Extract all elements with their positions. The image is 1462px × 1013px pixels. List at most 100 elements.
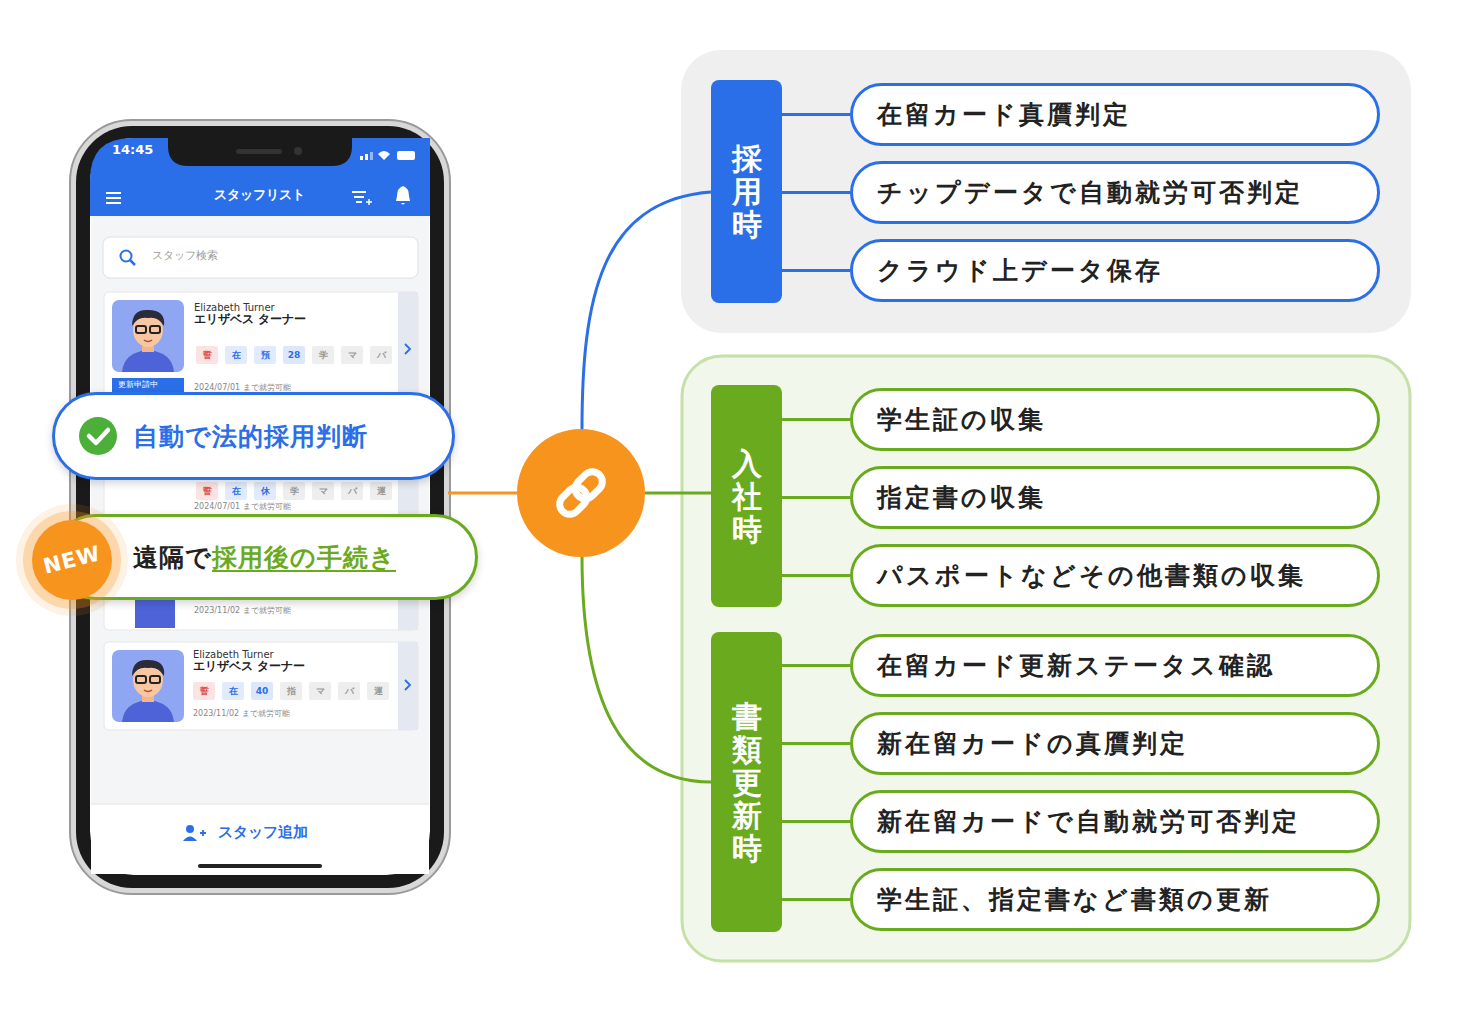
drawing-part bbox=[360, 156, 363, 160]
status-tag: 休 bbox=[254, 482, 276, 500]
phone bbox=[70, 120, 450, 894]
avatar bbox=[112, 300, 184, 372]
screen-text: 2023/11/02 まで就労可能 bbox=[194, 606, 291, 615]
stage-label: 入社時 bbox=[711, 385, 782, 607]
node-text: 自動で法的採用判断 bbox=[133, 420, 368, 453]
avatar bbox=[112, 650, 184, 722]
node-text: 書類更新時 bbox=[732, 700, 762, 865]
feature-pill: 学生証の収集 bbox=[850, 388, 1380, 451]
node-text: 学生証、指定書など書類の更新 bbox=[877, 883, 1272, 916]
gray-panel bbox=[681, 50, 1411, 333]
drawing-part bbox=[294, 147, 302, 155]
branch-line bbox=[782, 742, 850, 745]
drawing-part bbox=[104, 292, 418, 396]
drawing-part bbox=[70, 120, 450, 894]
drawing-part bbox=[378, 151, 390, 160]
drawing-part bbox=[396, 186, 410, 205]
status-tag: バ bbox=[341, 482, 363, 500]
drawing-part bbox=[106, 197, 121, 199]
drawing-part bbox=[76, 126, 444, 888]
status-tag: 誓 bbox=[193, 682, 215, 700]
status-tag: マ bbox=[312, 482, 334, 500]
status-tag: 在 bbox=[225, 346, 247, 364]
branch-line bbox=[782, 496, 850, 499]
stage-label: 書類更新時 bbox=[711, 632, 782, 932]
status-tag: 運 bbox=[367, 682, 389, 700]
hub-line bbox=[448, 492, 518, 495]
drawing-part bbox=[366, 199, 372, 205]
drawing-part bbox=[370, 152, 373, 160]
drawing-part bbox=[106, 202, 121, 204]
branch-line bbox=[782, 820, 850, 823]
status-tag: 在 bbox=[225, 482, 247, 500]
node-text: 採用後の手続き bbox=[212, 541, 396, 574]
new-badge: NEW bbox=[32, 520, 112, 600]
node-text: クラウド上データ保存 bbox=[877, 254, 1163, 287]
screen-text: Elizabeth Turner bbox=[194, 302, 275, 314]
branch-line bbox=[782, 113, 850, 116]
drawing-part bbox=[365, 154, 368, 160]
screen-text: 14:45 bbox=[112, 143, 153, 158]
drawing-part bbox=[103, 237, 418, 278]
drawing-part bbox=[398, 292, 418, 396]
drawing-part bbox=[198, 864, 322, 868]
branch-line bbox=[782, 574, 850, 577]
drawing-part bbox=[354, 196, 364, 198]
status-tag: 預 bbox=[254, 346, 276, 364]
drawing-part bbox=[89, 430, 108, 443]
status-tag: 学 bbox=[312, 346, 334, 364]
status-tag: 運 bbox=[370, 482, 392, 500]
branch-line bbox=[782, 664, 850, 667]
feature-pill: 在留カード真贋判定 bbox=[850, 83, 1380, 146]
feature-pill: 在留カード更新ステータス確認 bbox=[850, 634, 1380, 697]
status-tag: 誓 bbox=[196, 346, 218, 364]
status-tag: 40 bbox=[251, 682, 273, 700]
feature-pill: チップデータで自動就労可否判定 bbox=[850, 161, 1380, 224]
drawing-part bbox=[130, 260, 135, 265]
check-icon bbox=[78, 416, 118, 456]
screen-text: 2024/07/01 まで就労可能 bbox=[194, 383, 291, 392]
node-text: 新在留カードで自動就労可否判定 bbox=[877, 805, 1300, 838]
hub-line bbox=[582, 556, 711, 782]
node-text: 学生証の収集 bbox=[877, 403, 1046, 436]
callout-pill: 自動で法的採用判断 bbox=[52, 392, 455, 480]
node-text: 新在留カードの真贋判定 bbox=[877, 727, 1188, 760]
status-tag: マ bbox=[341, 346, 363, 364]
feature-pill: 新在留カードの真贋判定 bbox=[850, 712, 1380, 775]
node-text: 遠隔で bbox=[133, 541, 212, 574]
branch-line bbox=[782, 898, 850, 901]
drawing-part bbox=[183, 837, 197, 842]
feature-pill: 学生証、指定書など書類の更新 bbox=[850, 868, 1380, 931]
branch-line bbox=[782, 418, 850, 421]
drawing-part bbox=[397, 151, 415, 160]
drawing-part bbox=[79, 417, 117, 455]
status-badge bbox=[112, 378, 184, 392]
node-text: パスポートなどその他書類の収集 bbox=[877, 559, 1306, 592]
branch-line bbox=[782, 269, 850, 272]
drawing-part bbox=[91, 803, 429, 805]
branch-line bbox=[782, 191, 850, 194]
drawing-part bbox=[571, 468, 606, 503]
status-tag: 学 bbox=[283, 482, 305, 500]
status-tag: バ bbox=[370, 346, 392, 364]
drawing-part bbox=[91, 804, 429, 874]
status-tag: 誓 bbox=[196, 482, 218, 500]
feature-pill: 新在留カードで自動就労可否判定 bbox=[850, 790, 1380, 853]
node-text: 在留カード真贋判定 bbox=[877, 98, 1131, 131]
screen-text: スタッフリスト bbox=[214, 188, 305, 203]
node-text: 採用時 bbox=[732, 142, 762, 241]
drawing-part bbox=[106, 151, 415, 205]
drawing-part bbox=[106, 192, 121, 194]
node-text: 入社時 bbox=[732, 447, 762, 546]
status-tag: 28 bbox=[283, 346, 305, 364]
hub-line bbox=[582, 192, 711, 430]
green-panel bbox=[682, 356, 1410, 961]
status-tag: マ bbox=[309, 682, 331, 700]
drawing-part bbox=[168, 138, 352, 166]
drawing-part bbox=[91, 216, 429, 806]
feature-pill: パスポートなどその他書類の収集 bbox=[850, 544, 1380, 607]
node-text: チップデータで自動就労可否判定 bbox=[877, 176, 1303, 209]
link-hub bbox=[517, 429, 645, 557]
drawing-part bbox=[388, 138, 430, 216]
drawing-part bbox=[90, 138, 430, 216]
